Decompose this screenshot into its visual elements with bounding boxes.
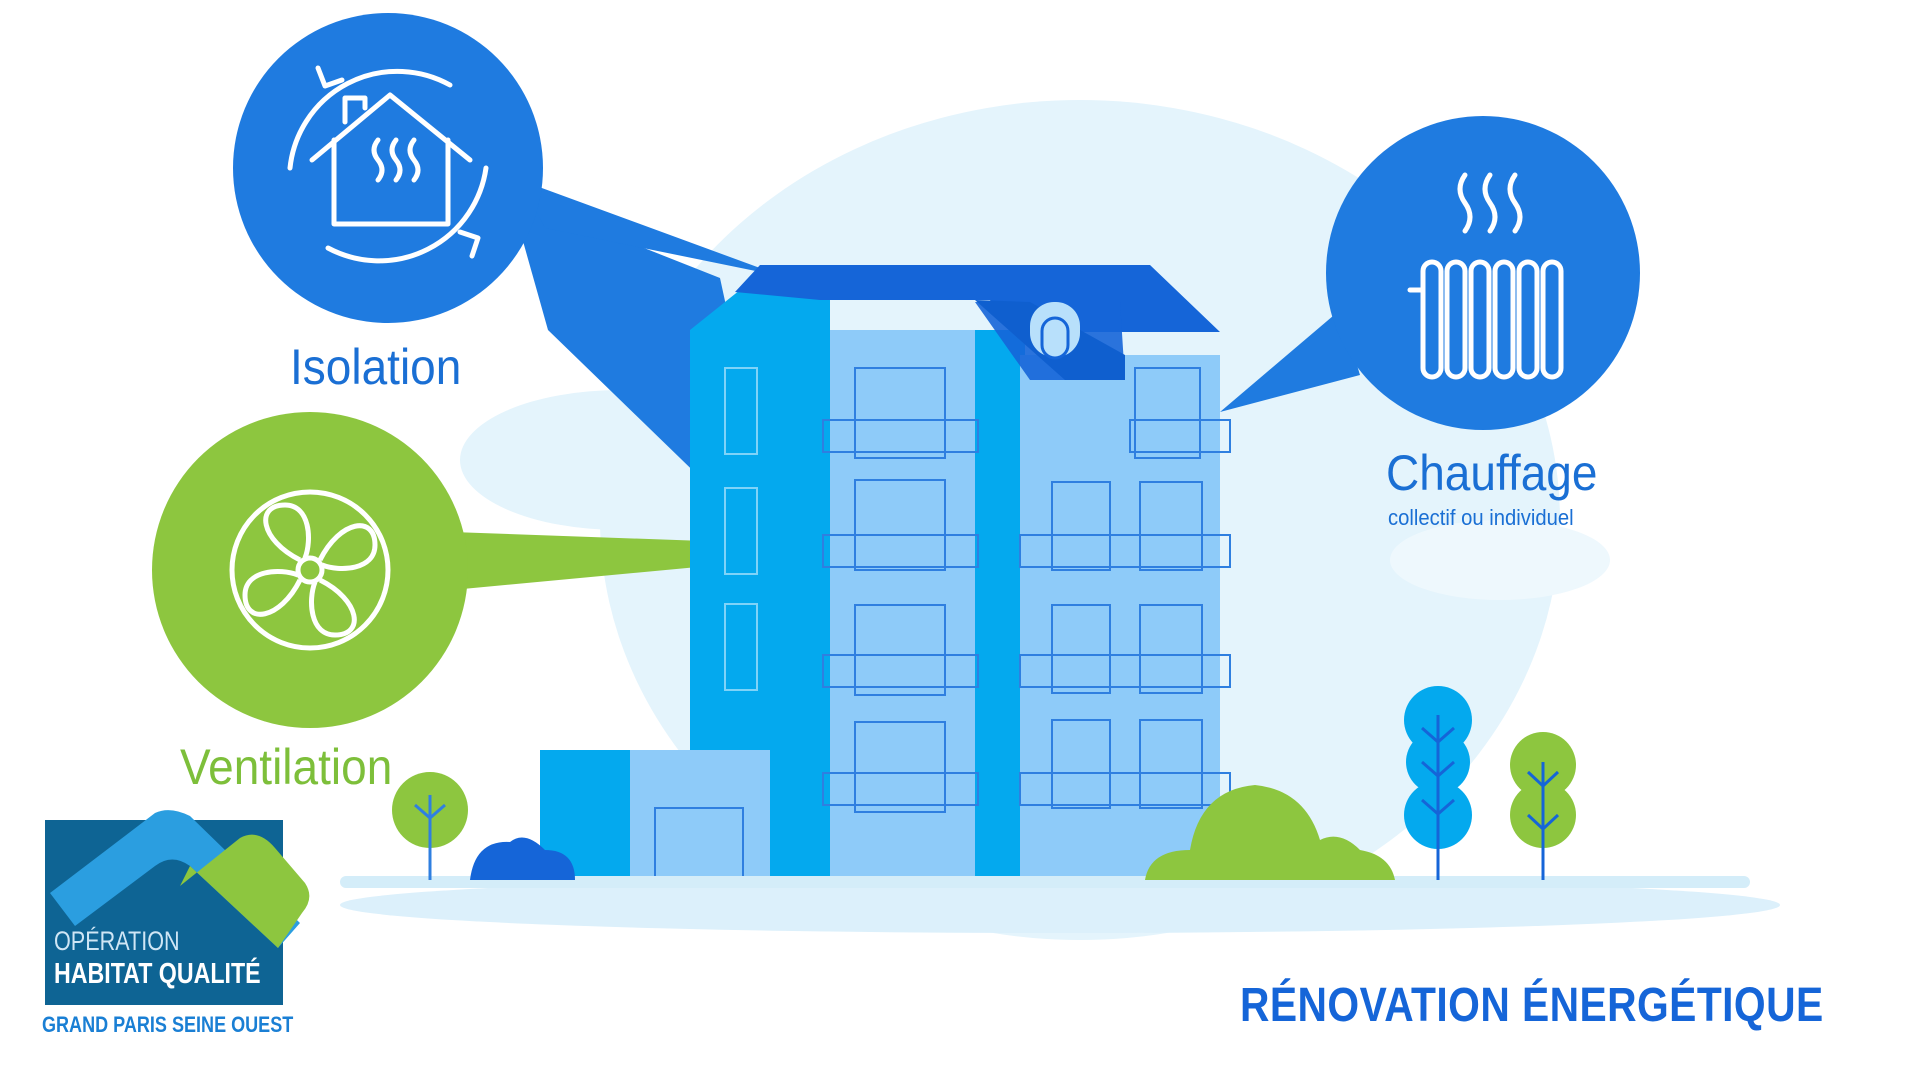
tree-left (392, 772, 468, 880)
chauffage-callout-wedge (1220, 310, 1360, 412)
radiator-icon (1407, 172, 1564, 380)
bush-blue (470, 837, 575, 880)
chauffage-sublabel: collectif ou individuel (1388, 505, 1574, 530)
logo-emblem (45, 810, 310, 1005)
logo-habitat-text: HABITAT QUALITÉ (54, 958, 261, 990)
logo: OPÉRATION HABITAT QUALITÉ GRAND PARIS SE… (40, 808, 310, 1038)
isolation-callout-wedge-top (520, 180, 790, 278)
fan-icon (229, 489, 391, 651)
renovation-title: RÉNOVATION ÉNERGÉTIQUE (1240, 979, 1824, 1032)
tree-blue-right (1404, 686, 1472, 880)
building (540, 265, 1231, 881)
isolation-label: Isolation (290, 339, 462, 395)
isolation-circle (233, 13, 543, 323)
ventilation-circle (152, 412, 468, 728)
house-heat-cycle-icon (287, 65, 489, 264)
tree-green-right (1510, 732, 1576, 880)
ground (340, 876, 1750, 888)
logo-operation-text: OPÉRATION (54, 926, 180, 956)
chauffage-label: Chauffage (1386, 445, 1598, 501)
logo-gpso-text: GRAND PARIS SEINE OUEST (42, 1012, 294, 1037)
chauffage-circle (1326, 116, 1640, 430)
ventilation-label: Ventilation (180, 739, 393, 795)
bush-green (1145, 785, 1395, 880)
